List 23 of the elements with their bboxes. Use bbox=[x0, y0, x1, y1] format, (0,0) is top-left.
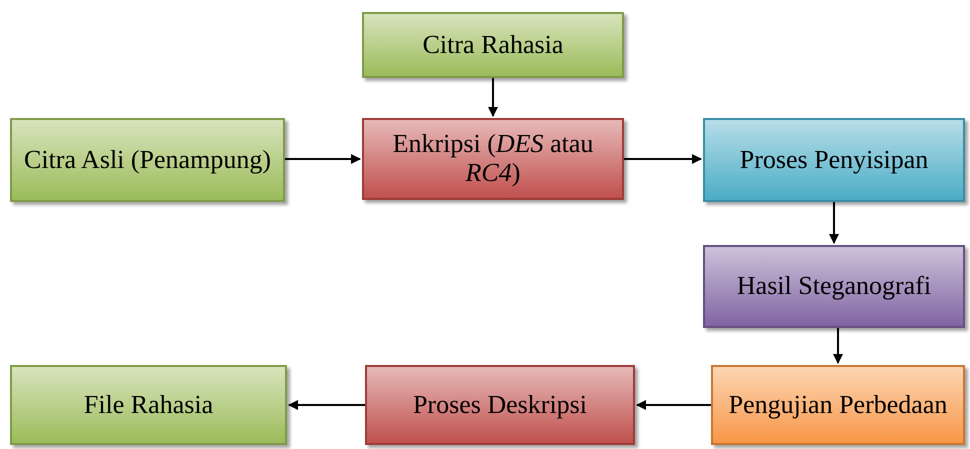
process-box bbox=[365, 365, 635, 445]
process-box bbox=[711, 365, 965, 445]
process-box bbox=[362, 118, 624, 200]
arrow bbox=[285, 154, 361, 164]
box-label: Citra Rahasia bbox=[422, 30, 564, 60]
arrow bbox=[636, 400, 711, 410]
arrow bbox=[624, 154, 702, 164]
box-label: Enkripsi (DES atau RC4) bbox=[392, 130, 594, 188]
process-box bbox=[10, 365, 287, 445]
process-box bbox=[703, 245, 965, 328]
process-box bbox=[10, 118, 285, 202]
box-label: Proses Penyisipan bbox=[740, 146, 928, 174]
process-box bbox=[703, 118, 965, 202]
process-box bbox=[362, 12, 624, 78]
arrow bbox=[488, 78, 498, 117]
arrow bbox=[288, 400, 365, 410]
box-label: File Rahasia bbox=[84, 390, 214, 420]
box-label: Hasil Steganografi bbox=[736, 272, 932, 301]
arrow bbox=[829, 202, 839, 244]
box-label: Citra Asli (Penampung) bbox=[24, 146, 271, 174]
box-label: Proses Deskripsi bbox=[412, 390, 588, 420]
arrow bbox=[833, 328, 843, 364]
box-label: Pengujian Perbedaan bbox=[728, 390, 948, 420]
